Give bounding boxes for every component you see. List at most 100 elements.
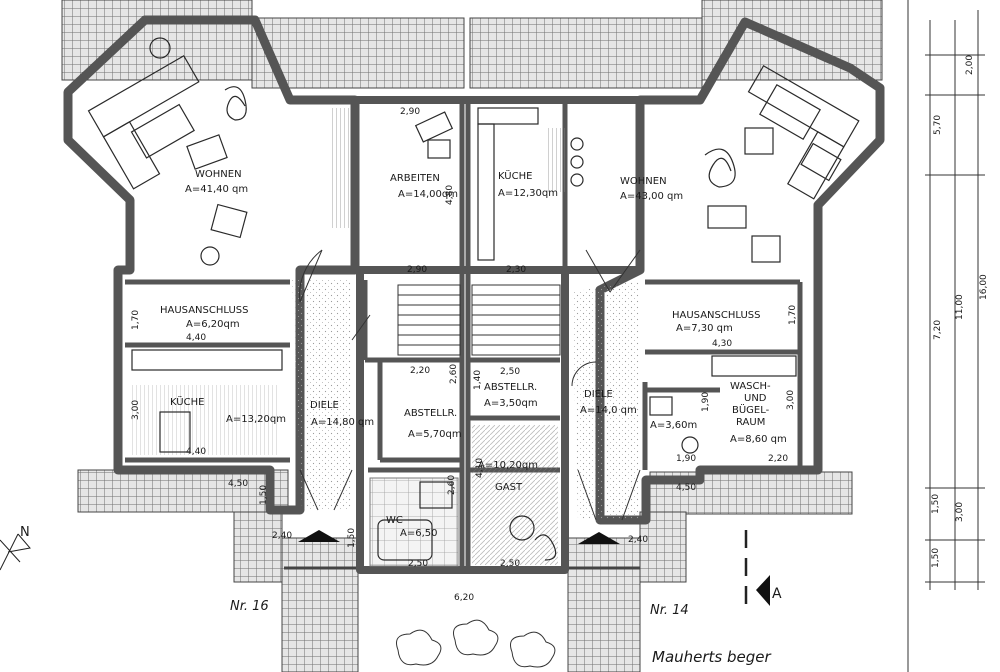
dim-4-80: 4,80 — [445, 185, 455, 205]
hausanschluss-left-area: A=6,20qm — [186, 319, 240, 330]
tub — [377, 519, 433, 561]
annotations: N A Nr. 16 Nr. 14 Mauherts beger — [20, 525, 782, 666]
chair-arbeiten — [427, 139, 451, 159]
dim-6-20: 6,20 — [454, 593, 474, 603]
doors — [299, 249, 641, 521]
room-labels: WOHNEN A=41,40 qm ARBEITEN A=14,00qm KÜC… — [160, 169, 787, 539]
dim-1-70-right: 1,70 — [788, 305, 798, 325]
wasch-counter — [711, 355, 797, 377]
dim-2-30: 2,30 — [506, 265, 526, 275]
desk-arbeiten — [414, 111, 454, 143]
wasch-line-3: BÜGEL- — [732, 403, 770, 416]
diele-right-floor — [572, 280, 640, 520]
kitchen-counter-left — [131, 349, 283, 371]
stair-left — [397, 284, 461, 356]
signature: Mauherts beger — [652, 648, 772, 666]
wood-panel-top-2 — [548, 128, 566, 192]
kueche-left-name: KÜCHE — [170, 395, 204, 408]
path-left — [281, 537, 359, 672]
house-number-16: Nr. 16 — [230, 599, 269, 614]
chair-left — [210, 203, 248, 239]
wohnen-right-name: WOHNEN — [620, 176, 667, 187]
dim-3-00-left: 3,00 — [131, 400, 141, 420]
dim-2-40-right: 2,40 — [628, 535, 648, 545]
dim-2-50-b: 2,50 — [408, 559, 428, 569]
counter-side — [477, 123, 495, 261]
gast-floor — [472, 425, 558, 565]
wc-name: WC — [386, 515, 403, 526]
dim-4-40-b: 4,40 — [186, 447, 206, 457]
dim-1-50-mid: 1,50 — [347, 528, 357, 548]
sofa-left — [87, 55, 200, 190]
wasch-line-4: RAUM — [736, 417, 765, 428]
dim-2-20-a: 2,20 — [410, 366, 430, 376]
tree-2 — [453, 619, 499, 656]
side-dim-16-00: 16,00 — [979, 274, 989, 300]
sink-wc — [419, 481, 453, 509]
side-dim-3-00: 3,00 — [955, 502, 965, 522]
dim-1-90-b: 1,90 — [676, 454, 696, 464]
outer-wall-left-house — [63, 15, 360, 515]
interior-walls — [125, 100, 803, 570]
dim-2-20-b: 2,20 — [768, 454, 788, 464]
bath-toilet — [681, 436, 699, 454]
hausanschluss-right-name: HAUSANSCHLUSS — [672, 310, 760, 321]
outer-wall-right-house — [595, 17, 885, 525]
stair-right — [471, 284, 561, 356]
abstellr-right-area: A=3,50qm — [484, 398, 538, 409]
dimension-chain — [907, 0, 985, 672]
stool-2 — [570, 155, 584, 169]
trees — [396, 619, 556, 668]
wohnen-left-name: WOHNEN — [195, 169, 242, 180]
wohnen-right-area: A=43,00 qm — [620, 191, 683, 202]
gast-area: A=10,20qm — [478, 460, 538, 471]
path-right — [567, 537, 641, 672]
dim-3-00-right: 3,00 — [786, 390, 796, 410]
armchair-left — [186, 134, 228, 170]
dim-2-60-b: 2,60 — [447, 475, 457, 495]
dim-4-30: 4,30 — [712, 339, 732, 349]
scribble-right — [704, 148, 736, 188]
furniture — [87, 37, 860, 561]
hausanschluss-left-name: HAUSANSCHLUSS — [160, 305, 248, 316]
kueche-top-name: KÜCHE — [498, 169, 532, 182]
diele-right-name: DIELE — [584, 389, 613, 400]
tree-3 — [510, 631, 556, 668]
arbeiten-name: ARBEITEN — [390, 173, 440, 184]
table-right — [759, 83, 821, 141]
diele-right-area: A=14,0 qm — [580, 405, 637, 416]
side-dim-1-50-b: 1,50 — [931, 548, 941, 568]
kueche-left-area: A=13,20qm — [226, 414, 286, 425]
wc-area: A=6,50 — [400, 528, 438, 539]
scribble-gast — [534, 534, 557, 561]
abstellr-left-area: A=5,70qm — [408, 429, 462, 440]
wasch-area: A=8,60 qm — [730, 434, 787, 445]
house-number-14: Nr. 14 — [650, 603, 689, 618]
dim-1-50-left: 1,50 — [259, 485, 269, 505]
entrance-arrow-left — [298, 530, 340, 542]
north-label: N — [20, 525, 30, 540]
wasch-line-1: WASCH- — [730, 381, 771, 392]
kueche-top-area: A=12,30qm — [498, 188, 558, 199]
dim-2-60-a: 2,60 — [449, 364, 459, 384]
north-arrow — [0, 533, 31, 571]
stairs — [397, 284, 561, 356]
wasch-line-2: UND — [744, 393, 767, 404]
dim-2-40-left: 2,40 — [272, 531, 292, 541]
sofa-right — [747, 65, 860, 200]
gast-name: GAST — [495, 482, 523, 493]
diele-left-floor — [292, 280, 352, 510]
sofa-right-2 — [800, 142, 842, 182]
scribble-left — [224, 86, 247, 121]
dim-4-40-a: 4,40 — [186, 333, 206, 343]
counter-top — [477, 107, 539, 125]
planting-left — [233, 511, 283, 583]
stool-3 — [570, 173, 584, 187]
side-dim-5-70: 5,70 — [933, 115, 943, 135]
chair-right — [751, 235, 781, 263]
diele-left-name: DIELE — [310, 400, 339, 411]
armchair-right — [744, 127, 774, 155]
dim-2-50-a: 2,50 — [500, 367, 520, 377]
bath-fixture — [649, 396, 673, 416]
side-dim-1-50-a: 1,50 — [931, 494, 941, 514]
